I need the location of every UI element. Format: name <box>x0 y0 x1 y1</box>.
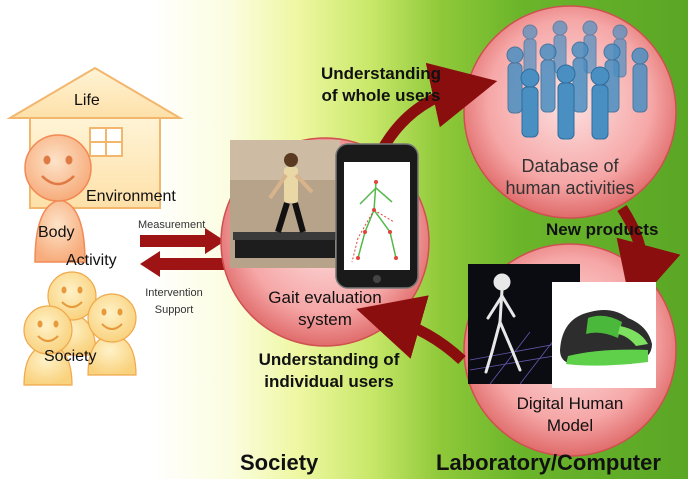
arrow-to-gait <box>356 295 466 365</box>
measurement-arrow <box>140 228 225 254</box>
life-label: Life <box>74 92 100 109</box>
gait-title-line2: system <box>298 310 352 329</box>
support-label: Support <box>154 304 194 316</box>
walking-person-photo <box>230 140 340 268</box>
footer-society: Society <box>240 450 319 475</box>
activity-label: Activity <box>66 252 117 269</box>
footer-lab: Laboratory/Computer <box>436 450 661 475</box>
intervention-label: Intervention <box>145 287 203 299</box>
shoe-icon <box>552 282 656 388</box>
arrow-to-dhm <box>616 205 681 310</box>
intervention-arrow <box>140 251 225 277</box>
body-label: Body <box>38 224 75 241</box>
society-label: Society <box>44 348 97 365</box>
blue-figures-icon <box>506 20 649 140</box>
gait-title-line1: Gait evaluation <box>268 288 382 307</box>
measurement-label: Measurement <box>138 219 206 231</box>
environment-label: Environment <box>86 188 176 205</box>
understanding-individual-line1: Understanding of <box>258 350 400 369</box>
dhm-line1: Digital Human <box>516 394 624 413</box>
new-products-label: New products <box>546 220 659 239</box>
dhm-line2: Model <box>546 416 594 435</box>
smiley-face-icon <box>87 293 137 376</box>
database-line1: Database of <box>521 156 619 176</box>
database-line2: human activities <box>505 178 635 198</box>
understanding-individual-line2: individual users <box>264 372 394 391</box>
smartphone-icon <box>335 143 419 289</box>
smiley-face-icon <box>24 134 92 263</box>
arrow-to-database <box>377 62 498 153</box>
understanding-whole-line1: Understanding <box>321 64 441 83</box>
smiley-face-icon <box>23 305 73 386</box>
understanding-whole-line2: of whole users <box>321 86 441 105</box>
